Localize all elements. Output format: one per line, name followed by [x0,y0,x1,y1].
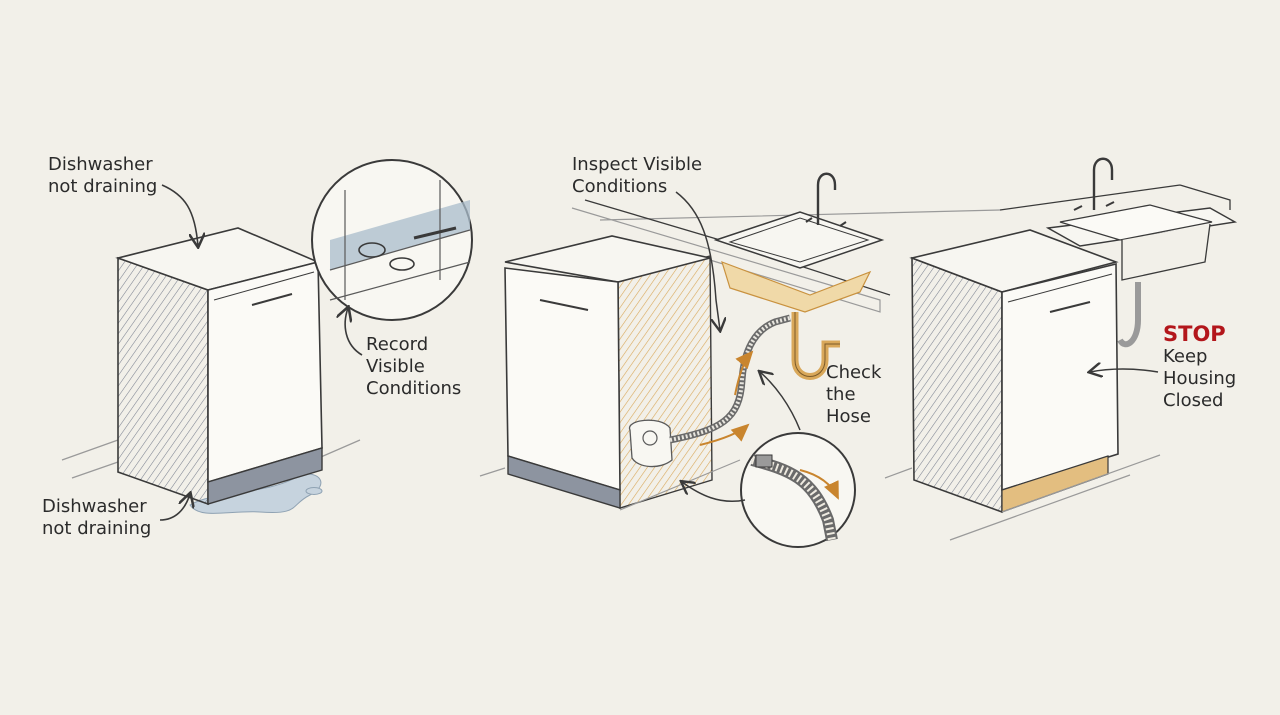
arrow-hose-label [760,372,801,431]
panel-3-side-label: STOP Keep Housing Closed [1163,322,1236,412]
p-trap-icon [1117,282,1141,348]
panel-1-bottom-label: Dishwasher not draining [42,496,151,540]
panel-1-dishwasher-leak [61,159,473,521]
panel-1-top-label: Dishwasher not draining [48,154,157,198]
panel-2-side-label-line-2: the [826,384,856,405]
arrow-top-label [161,184,198,246]
faucet-icon [816,172,837,225]
panel-1-bottom-label-line-1: Dishwasher [42,496,147,517]
arrow-bottom-label [159,494,190,521]
arrow-keep-closed [1090,369,1159,372]
sink-basin [1059,204,1213,241]
panel-1-side-label: Record Visible Conditions [366,334,461,400]
door-handle [539,299,589,311]
dishwasher-top [909,229,1119,293]
door-handle [1049,301,1091,313]
dishwasher-side [911,256,1003,514]
panel-2-side-label-line-3: Hose [826,406,871,427]
dishwasher-front [207,260,323,484]
panel-2-hose-inspection [479,172,1001,548]
panel-2-side-label-line-1: Check [826,362,882,383]
drain-filter-icon [358,242,386,258]
panel-1-top-label-line-2: not draining [48,176,158,197]
stop-warning-label: STOP [1163,322,1226,346]
panel-1-top-label-line-1: Dishwasher [48,154,153,175]
panel-1-side-label-line-1: Record [366,334,429,355]
panel-3-side-label-line-2: Housing [1163,368,1237,389]
dishwasher-side [617,255,713,509]
sink-basin [713,211,885,269]
dishwasher-side [117,256,209,506]
panel-2-side-label: Check the Hose [826,362,881,428]
panel-2-top-label-line-1: Inspect Visible [572,154,703,175]
door-handle [251,293,293,306]
panel-3-stop-keep-closed [884,157,1238,541]
dishwasher-front [504,267,621,492]
drain-pump-icon [629,419,673,468]
panel-3-side-label-line-3: Closed [1163,390,1224,411]
panel-1-side-label-line-2: Visible [366,356,425,377]
faucet-icon [1092,157,1114,210]
arrow-inspect-label [675,191,720,330]
panel-1-bottom-label-line-2: not draining [42,518,152,539]
dishwasher-front [1001,262,1119,492]
panel-2-top-label-line-2: Conditions [572,176,668,197]
panel-2-top-label: Inspect Visible Conditions [572,154,702,198]
panel-1-side-label-line-3: Conditions [366,378,462,399]
panel-3-side-label-line-1: Keep [1163,346,1208,367]
hose-zoom-circle [740,432,856,548]
arrow-side-label [345,308,363,356]
